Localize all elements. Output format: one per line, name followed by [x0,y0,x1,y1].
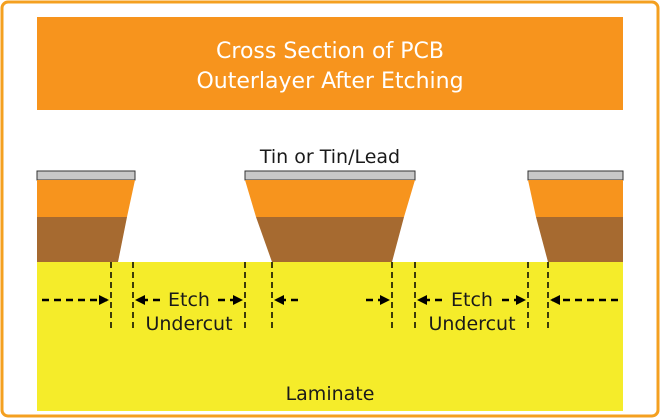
center-trace-copper-plating [245,180,415,217]
laminate-layer [37,262,623,411]
right-undercut-label: Undercut [428,313,515,335]
center-trace-base-copper [256,217,404,262]
left-trace-base-copper [37,217,127,262]
left-trace-tin [36,170,136,181]
left-undercut-label: Undercut [145,313,232,335]
right-trace-base-copper [536,217,623,262]
laminate-label: Laminate [286,383,375,405]
left-etch-label: Etch [168,289,210,311]
right-trace-copper-plating [528,180,623,217]
left-trace [36,170,136,262]
plating-label: Tin or Tin/Lead [259,146,400,168]
center-trace [244,170,416,262]
title-banner [37,17,623,110]
title-line-2: Outerlayer After Etching [196,69,463,94]
right-trace [527,170,624,262]
guide-lines [110,262,549,332]
right-trace-tin [527,170,624,181]
title-line-1: Cross Section of PCB [216,39,444,64]
left-trace-copper-plating [37,180,135,217]
right-etch-label: Etch [451,289,493,311]
center-trace-tin [244,170,416,181]
